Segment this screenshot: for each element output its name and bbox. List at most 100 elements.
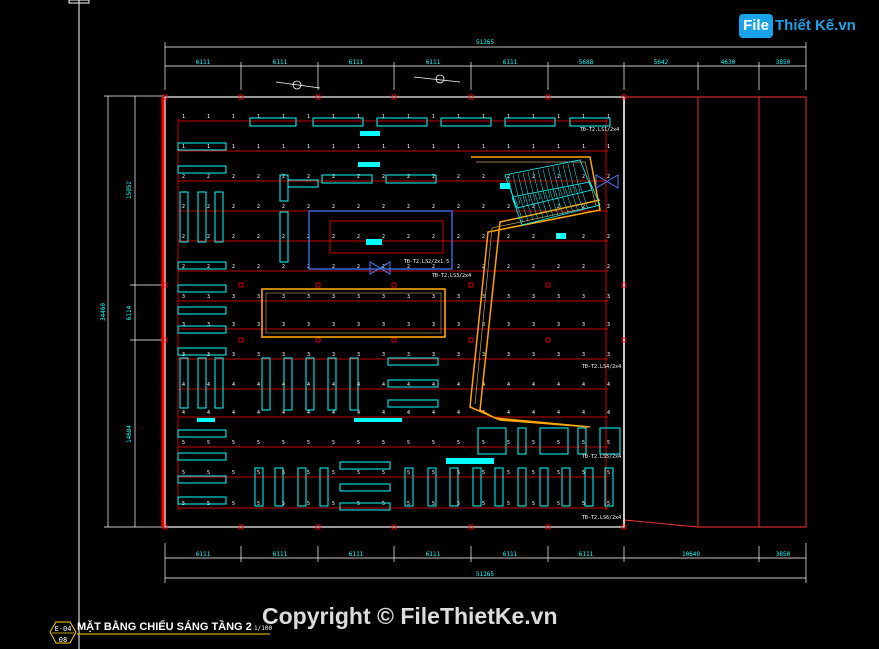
circuit-number: 3 (507, 322, 510, 328)
light-fixture (197, 357, 207, 409)
light-fixture (177, 284, 227, 293)
light-fixture (339, 461, 391, 470)
circuit-number: 5 (457, 440, 460, 446)
light-fixture (387, 379, 439, 388)
dim-label: 6111 (349, 59, 364, 66)
circuit-number: 3 (457, 352, 460, 358)
light-fixture (177, 347, 227, 356)
circuit-number: 5 (382, 501, 385, 507)
circuit-number: 4 (282, 382, 285, 388)
circuit-number: 2 (382, 204, 385, 210)
stair-tread (572, 162, 581, 193)
circuit-number: 5 (407, 501, 410, 507)
circuit-number: 3 (532, 352, 535, 358)
stair-tread (522, 172, 531, 203)
distribution-panel-symbol (369, 174, 619, 275)
circuit-number: 1 (532, 114, 535, 120)
circuit-number: 2 (432, 234, 435, 240)
circuit-number: 4 (457, 410, 460, 416)
circuit-number: 2 (382, 264, 385, 270)
circuit-number: 1 (507, 114, 510, 120)
bottom-total-dimension: 51265 (476, 571, 494, 578)
circuit-number: 2 (407, 174, 410, 180)
circuit-number: 2 (232, 264, 235, 270)
stair-tread (512, 174, 521, 205)
column (315, 282, 321, 288)
circuit-number: 3 (232, 294, 235, 300)
stair-tread (547, 167, 556, 198)
circuit-number: 2 (507, 204, 510, 210)
light-fixture (539, 467, 549, 507)
circuit-number: 1 (307, 144, 310, 150)
circuit-number: 2 (332, 204, 335, 210)
circuit-number: 5 (507, 470, 510, 476)
stair-tread (579, 184, 589, 210)
circuit-number: 2 (182, 234, 185, 240)
circuit-number: 5 (532, 440, 535, 446)
circuit-number: 3 (232, 352, 235, 358)
circuit-number: 5 (357, 470, 360, 476)
circuit-number: 1 (457, 114, 460, 120)
circuit-number: 5 (407, 440, 410, 446)
circuit-number: 5 (507, 440, 510, 446)
circuit-number: 3 (382, 352, 385, 358)
circuit-number: 2 (432, 204, 435, 210)
circuit-number: 2 (357, 264, 360, 270)
top-span-labels: 6111 6111 6111 6111 6111 5688 5642 4630 … (196, 59, 791, 66)
stair-tread (552, 166, 561, 197)
circuit-number: 3 (332, 352, 335, 358)
circuit-number: 1 (432, 144, 435, 150)
circuit-number: 1 (482, 114, 485, 120)
circuit-number: 4 (457, 382, 460, 388)
circuit-number: 3 (457, 322, 460, 328)
light-fixture (279, 174, 289, 202)
logo-text: Thiết Kế.vn (775, 17, 856, 34)
circuit-number: 5 (482, 440, 485, 446)
circuit-number: 5 (232, 440, 235, 446)
light-fixture (584, 467, 594, 507)
circuit-number: 2 (507, 174, 510, 180)
circuit-number: 2 (582, 264, 585, 270)
light-fixture (339, 483, 391, 492)
circuit-number: 5 (332, 470, 335, 476)
circuit-number: 5 (332, 440, 335, 446)
stair-tread (549, 190, 559, 216)
annex-outline (623, 96, 807, 528)
light-fixture (312, 117, 364, 127)
circuit-number: 5 (207, 470, 210, 476)
circuit-number: 1 (607, 144, 610, 150)
circuit-number: 2 (182, 204, 185, 210)
column (162, 337, 168, 343)
circuit-number: 3 (482, 322, 485, 328)
circuit-number: 5 (307, 470, 310, 476)
circuit-number: 4 (607, 382, 610, 388)
light-fixture (327, 357, 337, 411)
fixture-block (197, 418, 215, 422)
circuit-number: 2 (407, 204, 410, 210)
circuit-number: 3 (582, 352, 585, 358)
panel-label: TĐ-T2.LS3/2x4 (432, 273, 471, 279)
circuit-number: 2 (282, 234, 285, 240)
circuit-number: 5 (382, 470, 385, 476)
light-fixture (254, 467, 264, 507)
circuit-number: 2 (307, 204, 310, 210)
dim-label: 3850 (776, 59, 791, 66)
circuit-number: 2 (482, 264, 485, 270)
floor-outline (164, 96, 625, 528)
circuit-number: 5 (207, 501, 210, 507)
copyright-watermark: Copyright © FileThietKe.vn (262, 603, 558, 629)
dim-label: 4630 (721, 59, 736, 66)
stair-tread (564, 187, 574, 213)
light-fixture (283, 357, 293, 411)
light-fixture (197, 191, 207, 243)
room-outline (308, 210, 453, 270)
left-total-dimension: 34460 (100, 303, 107, 321)
dim-label: 6111 (196, 59, 211, 66)
light-fixture (494, 467, 504, 507)
circuit-number: 1 (582, 144, 585, 150)
circuit-number: 2 (257, 264, 260, 270)
dim-label: 3850 (776, 551, 791, 558)
circuit-number: 2 (282, 264, 285, 270)
circuit-number: 2 (207, 264, 210, 270)
stair-structure (469, 156, 601, 428)
